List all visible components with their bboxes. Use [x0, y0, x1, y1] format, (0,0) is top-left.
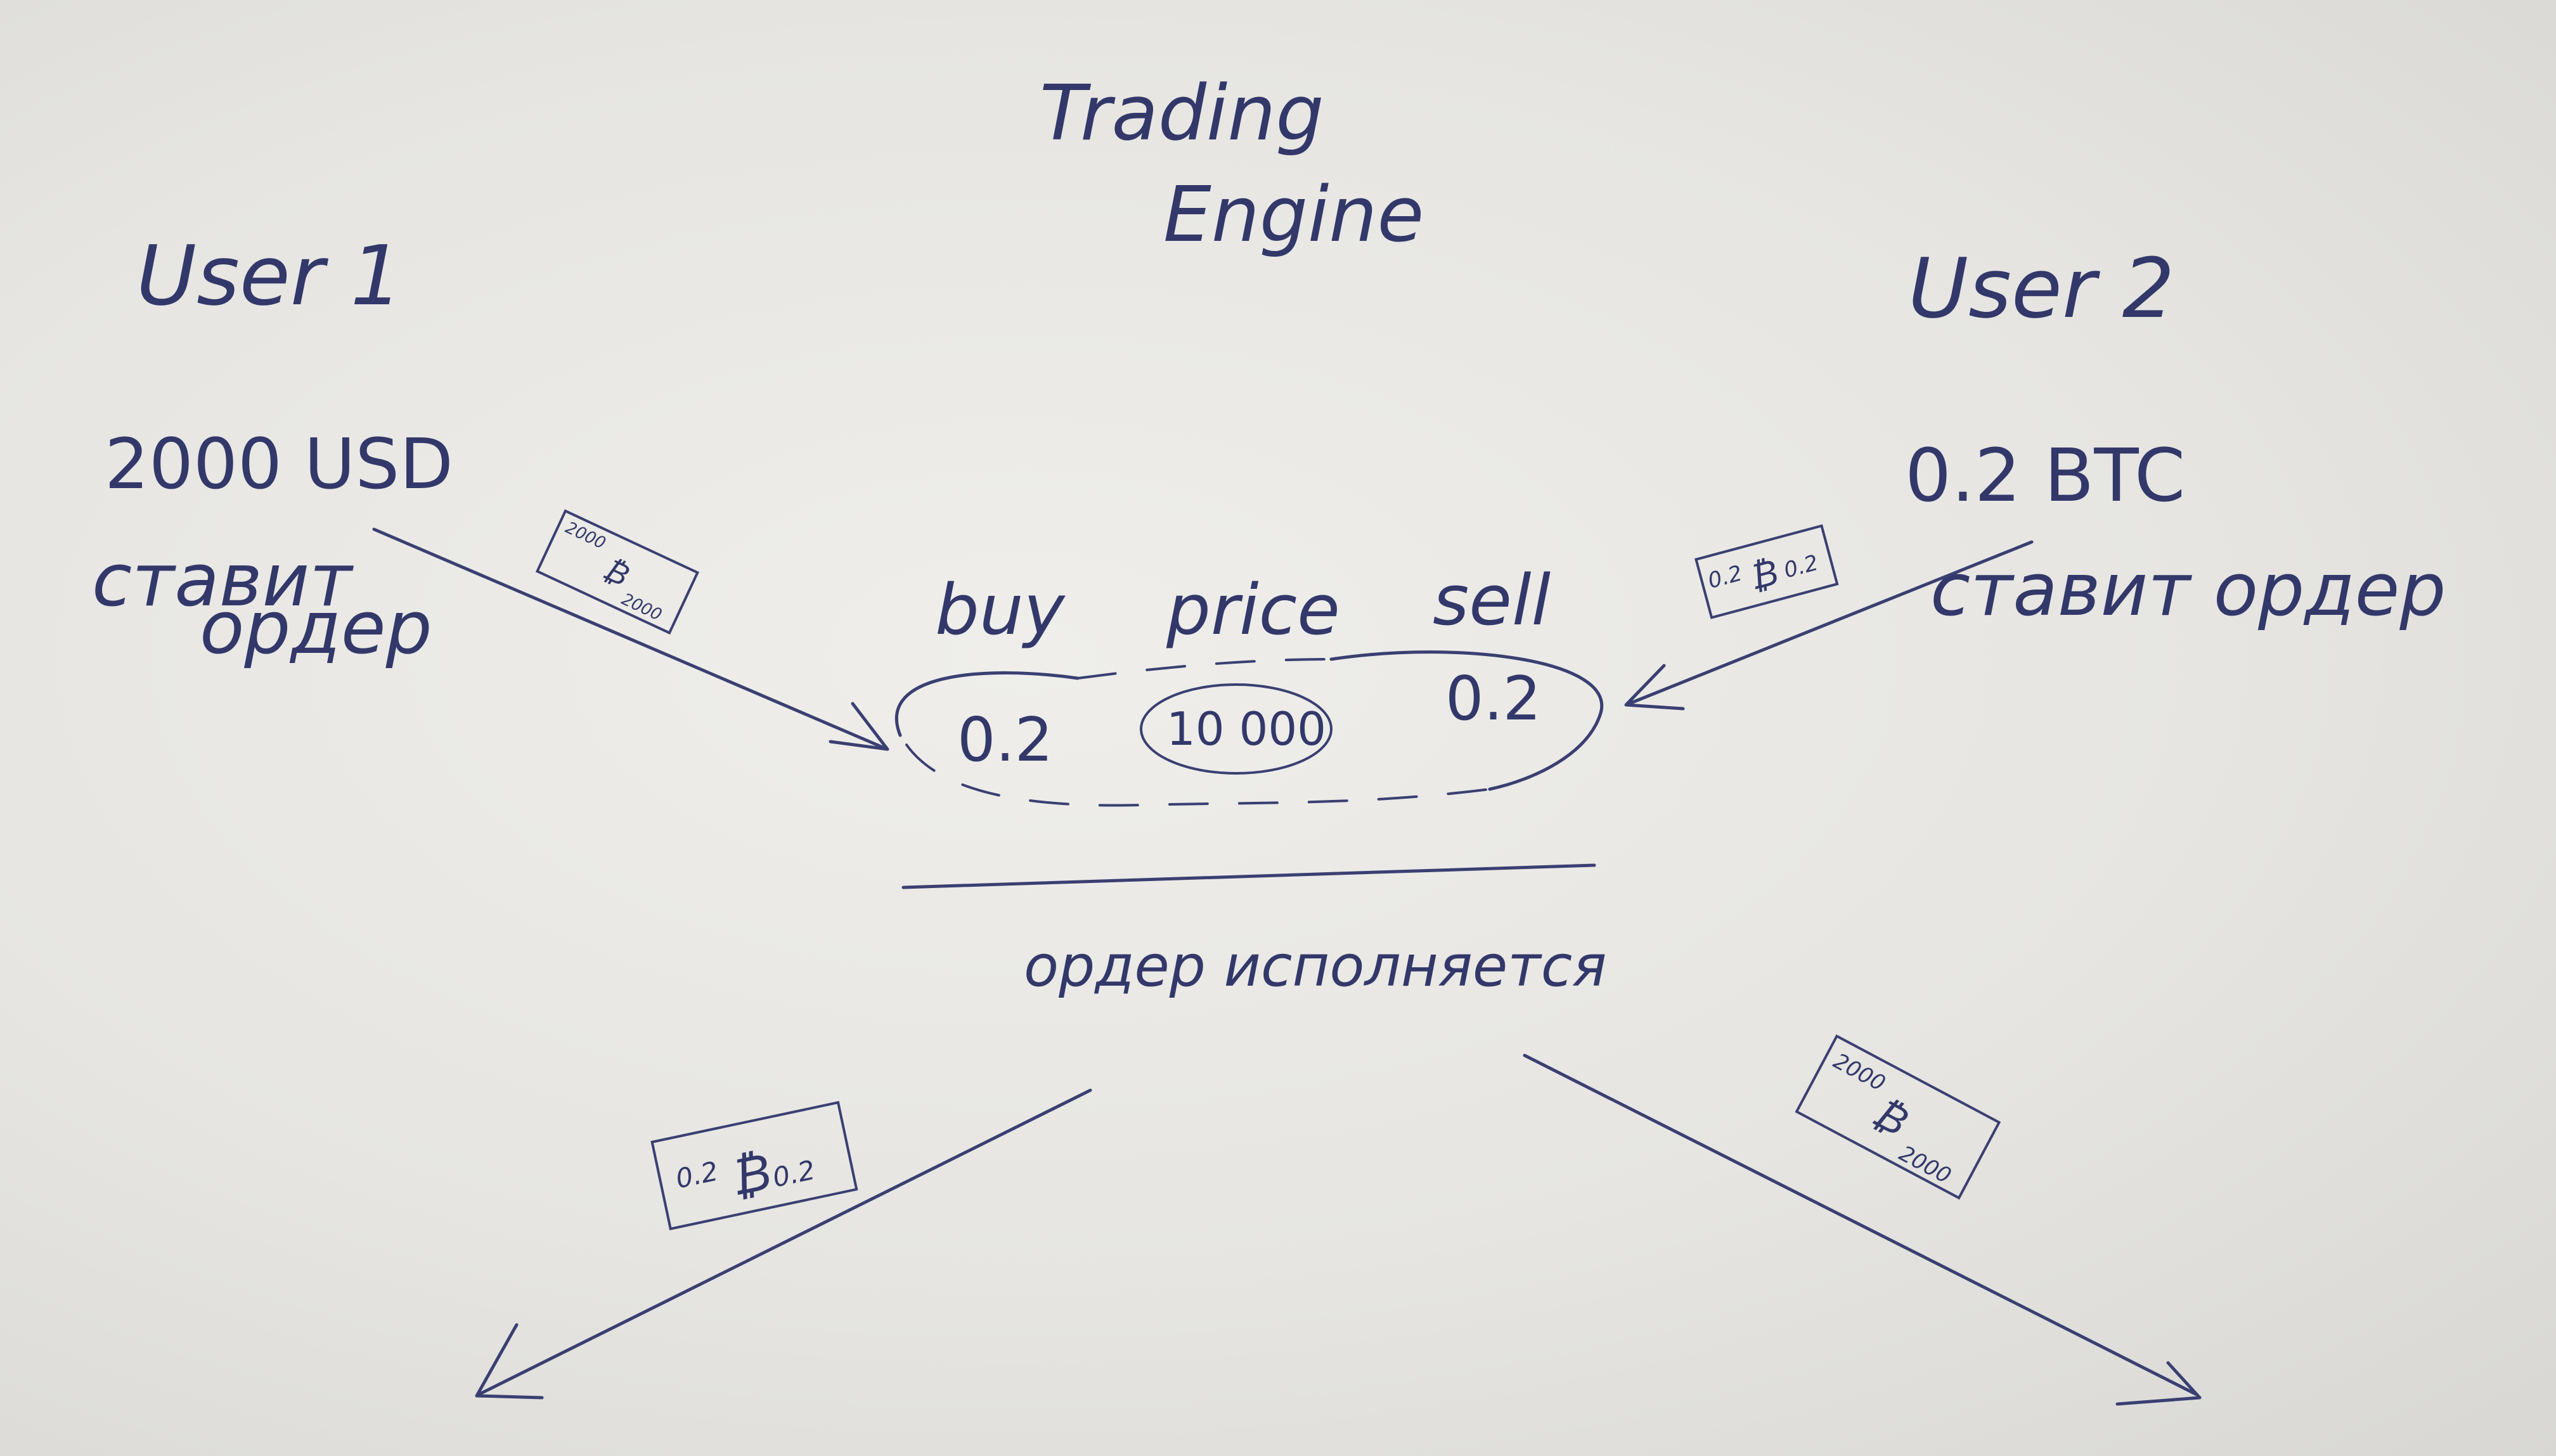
outgoing-right-note-top: 2000 — [1829, 1048, 1889, 1097]
outgoing-right-note-symbol: ₿ — [1866, 1090, 1916, 1146]
user1-note-top: 2000 — [562, 518, 609, 553]
user1-to-book-arrow — [372, 527, 889, 751]
user1-note-symbol: ₿ — [598, 551, 635, 594]
user2-note-right: 0.2 — [1781, 550, 1821, 584]
user2-to-book-arrow — [1624, 540, 2034, 711]
btc-outgoing-banknote-icon: 0.2 ₿ 0.2 — [650, 1100, 858, 1230]
sell-value: 0.2 — [1445, 664, 1541, 734]
buy-value: 0.2 — [957, 705, 1053, 775]
usd-outgoing-banknote-icon: 2000 ₿ 2000 — [1795, 1034, 2001, 1200]
btc-banknote-icon: 0.2 ₿ 0.2 — [1694, 524, 1839, 619]
sell-header: sell — [1433, 560, 1551, 641]
order-book-oval — [894, 650, 1604, 807]
user2-note-symbol: ₿ — [1745, 551, 1783, 598]
price-oval — [1140, 683, 1333, 775]
user2-label: User 2 — [1908, 240, 2174, 337]
user1-action-line1: ставит — [92, 538, 354, 623]
execution-text: ордер исполняется — [1024, 933, 1606, 1000]
price-header: price — [1166, 569, 1340, 650]
buy-header: buy — [935, 569, 1066, 650]
outgoing-left-note-left: 0.2 — [673, 1156, 721, 1195]
usd-banknote-icon: 2000 ₿ 2000 — [535, 509, 700, 635]
outgoing-left-note-symbol: ₿ — [725, 1142, 777, 1208]
outgoing-left-note-right: 0.2 — [770, 1154, 818, 1194]
title-trading: Trading — [1040, 70, 1324, 158]
user2-balance: 0.2 BTC — [1905, 434, 2185, 519]
user1-label: User 1 — [136, 228, 403, 324]
outgoing-right-note-bottom: 2000 — [1895, 1141, 1955, 1189]
title-engine: Engine — [1163, 171, 1424, 259]
price-value: 10 000 — [1166, 702, 1326, 756]
execution-divider — [901, 863, 1596, 889]
user2-action: ставит ордер — [1930, 548, 2446, 633]
user1-balance: 2000 USD — [105, 423, 453, 505]
usd-to-user2-arrow — [1523, 1053, 2202, 1406]
btc-to-user1-arrow — [475, 1088, 1092, 1400]
user1-action-line2: ордер — [200, 586, 432, 671]
user2-note-left: 0.2 — [1705, 560, 1745, 594]
